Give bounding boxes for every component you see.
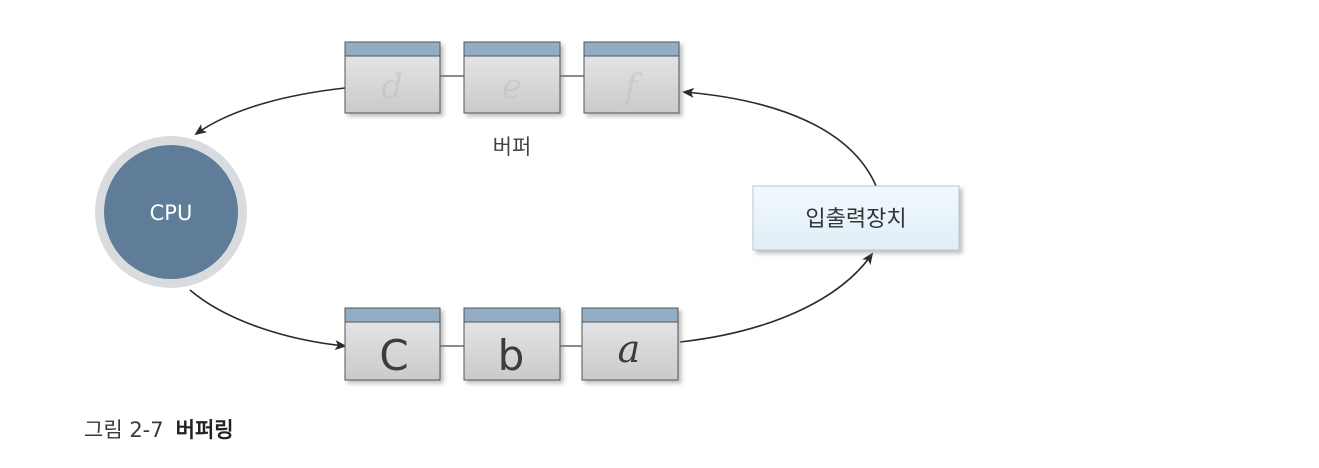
figure-caption: 그림 2-7 버퍼링 (84, 414, 234, 444)
buffer-cell (463, 41, 561, 114)
top-buffer: d e f (344, 41, 680, 114)
buffer-cell (463, 307, 561, 381)
buffer-cell (344, 307, 441, 381)
io-device-box (752, 185, 960, 251)
buffer-cell-value: d (381, 67, 403, 107)
buffer-label: 버퍼 (493, 135, 532, 159)
figure-title: 버퍼링 (175, 418, 234, 442)
arrow-cpu-to-bottom-buffer (189, 289, 347, 350)
buffer-cell-value: c (379, 331, 408, 380)
buffer-cell (583, 41, 680, 114)
buffer-cell-value: e (502, 67, 522, 107)
buffer-cell-value: a (618, 327, 641, 371)
arrow-top-buffer-to-cpu (194, 87, 346, 136)
bottom-buffer: c b a (344, 307, 679, 381)
cpu-circle (104, 145, 238, 279)
arrow-device-to-top-buffer (682, 87, 877, 187)
cpu-node: CPU (95, 136, 247, 288)
io-device-label: 입출력장치 (805, 207, 906, 232)
arrow-bottom-buffer-to-device (679, 252, 874, 343)
buffer-cell (581, 307, 679, 381)
buffer-cell-value: b (498, 331, 525, 380)
buffer-cell (344, 41, 441, 114)
figure-number: 그림 2-7 (84, 418, 164, 442)
io-device-node: 입출력장치 (752, 185, 960, 251)
cpu-label: CPU (150, 201, 193, 225)
